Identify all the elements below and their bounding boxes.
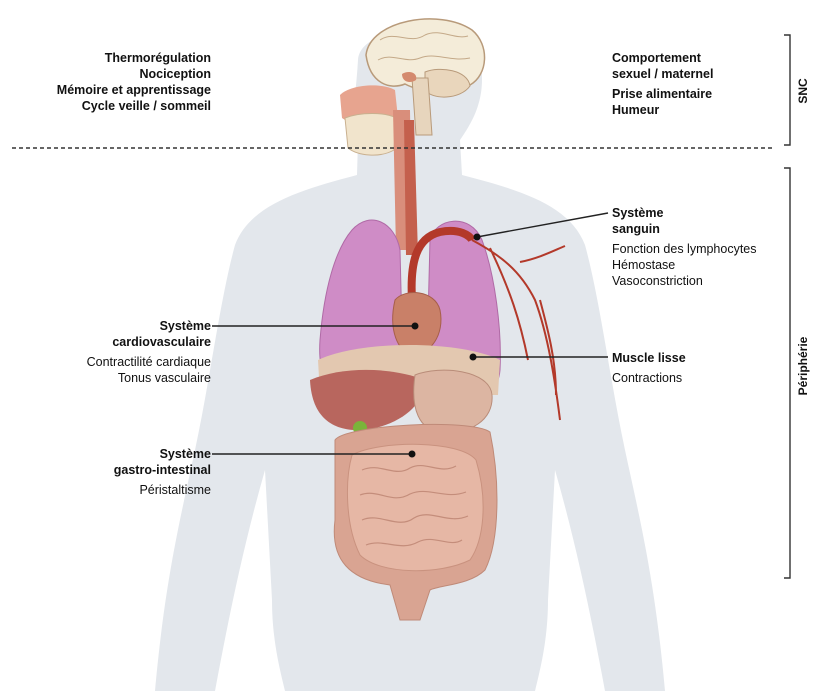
small-intestine xyxy=(347,444,483,570)
smooth-item: Contractions xyxy=(612,370,686,386)
cardio-title-line: Système xyxy=(87,318,211,334)
cns-left-item: Thermorégulation xyxy=(57,50,211,66)
cns-left-item: Nociception xyxy=(57,66,211,82)
gastro-item: Péristaltisme xyxy=(114,482,211,498)
gastro-title-line: Système xyxy=(114,446,211,462)
brainstem xyxy=(412,78,432,135)
cns-left-item: Mémoire et apprentissage xyxy=(57,82,211,98)
blood-item: Hémostase xyxy=(612,257,757,273)
bracket-cns xyxy=(784,35,790,145)
cns-right-item: Comportement xyxy=(612,50,713,66)
leader-smooth-dot xyxy=(470,354,477,361)
jaw xyxy=(345,114,396,156)
bracket-label-cns: SNC xyxy=(796,76,812,106)
leader-cardio-dot xyxy=(412,323,419,330)
cns-right-item: Prise alimentaire xyxy=(612,86,713,102)
cns-right-item: Humeur xyxy=(612,102,713,118)
blood-title-line: Système xyxy=(612,205,757,221)
blood-item: Fonction des lymphocytes xyxy=(612,241,757,257)
cns-left-item: Cycle veille / sommeil xyxy=(57,98,211,114)
cns-functions-left: Thermorégulation Nociception Mémoire et … xyxy=(57,50,211,114)
label-blood-system: Système sanguin Fonction des lymphocytes… xyxy=(612,205,757,289)
cns-right-item: sexuel / maternel xyxy=(612,66,713,82)
bracket-periphery xyxy=(784,168,790,578)
gastro-title-line: gastro-intestinal xyxy=(114,462,211,478)
cns-functions-right: Comportement sexuel / maternel Prise ali… xyxy=(612,50,713,118)
bracket-label-periphery: Périphérie xyxy=(796,326,812,406)
label-smooth-muscle: Muscle lisse Contractions xyxy=(612,350,686,386)
blood-title-line: sanguin xyxy=(612,221,757,237)
blood-item: Vasoconstriction xyxy=(612,273,757,289)
cardio-item: Tonus vasculaire xyxy=(87,370,211,386)
cardio-title-line: cardiovasculaire xyxy=(87,334,211,350)
leader-blood-dot xyxy=(474,234,481,241)
cardio-item: Contractilité cardiaque xyxy=(87,354,211,370)
label-gastro-system: Système gastro-intestinal Péristaltisme xyxy=(114,446,211,498)
smooth-title: Muscle lisse xyxy=(612,350,686,366)
label-cardio-system: Système cardiovasculaire Contractilité c… xyxy=(87,318,211,386)
leader-gastro-dot xyxy=(409,451,416,458)
